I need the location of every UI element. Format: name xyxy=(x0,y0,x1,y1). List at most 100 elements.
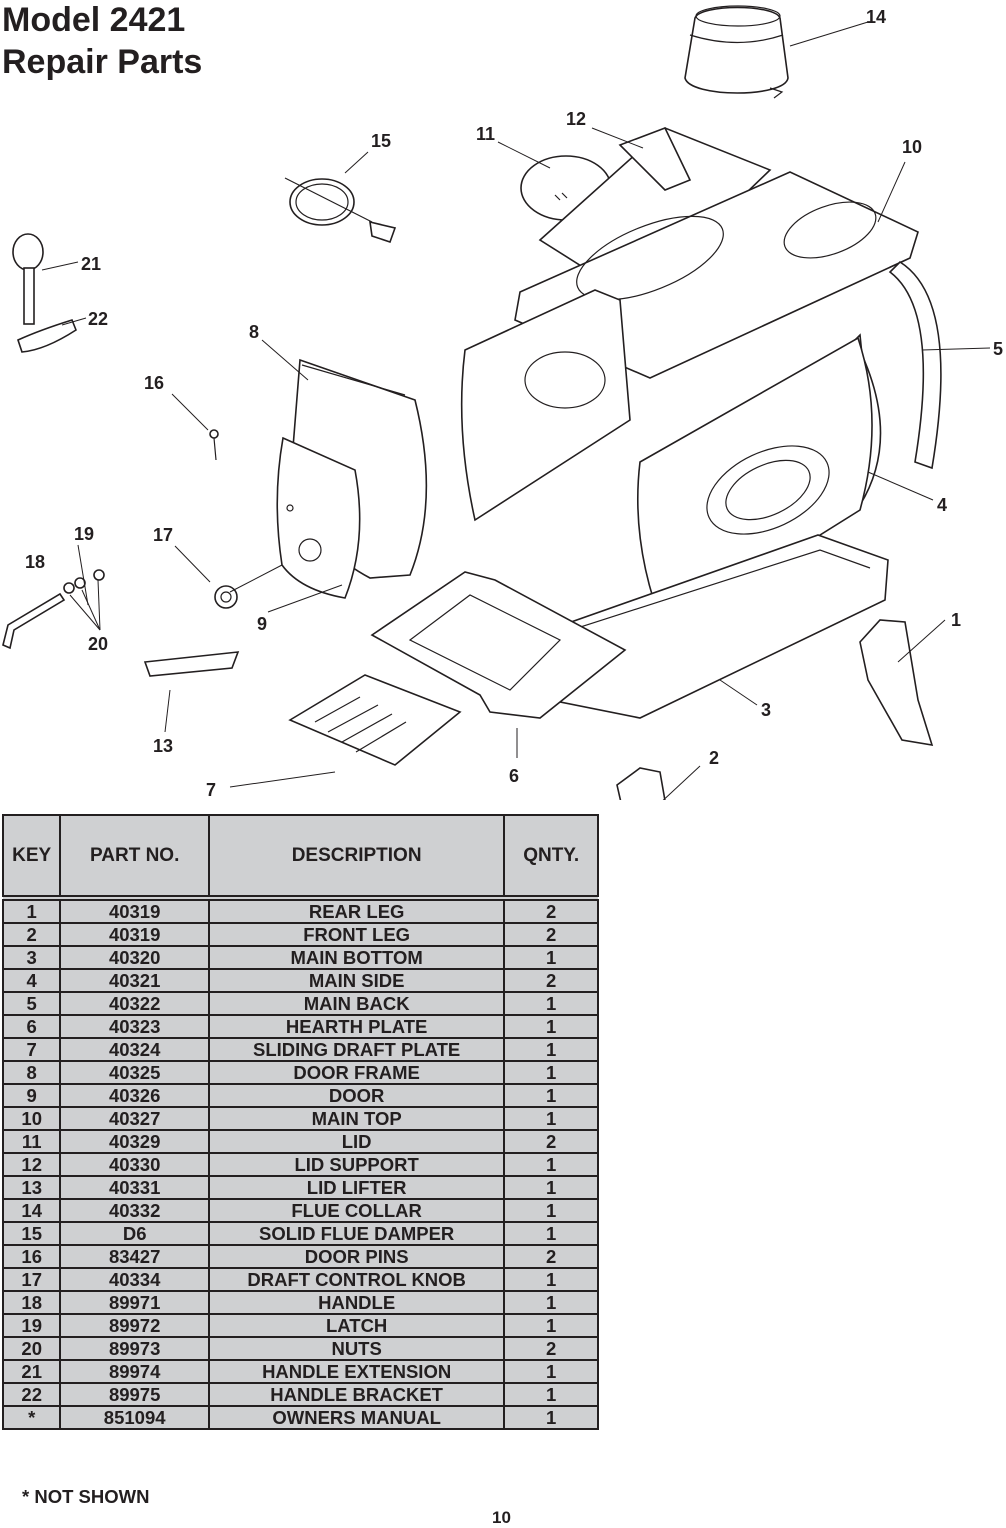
cell-key: 5 xyxy=(1,991,62,1016)
cell-key: 22 xyxy=(1,1382,62,1407)
lid-lifter-part xyxy=(143,651,240,677)
sliding-draft-plate-part xyxy=(288,674,462,766)
cell-qnty: 1 xyxy=(503,991,599,1016)
cell-description: LID SUPPORT xyxy=(207,1152,506,1177)
cell-key: 1 xyxy=(1,895,62,924)
callout-12: 12 xyxy=(566,109,586,129)
cell-part-no: 40324 xyxy=(59,1037,210,1062)
cell-key: 20 xyxy=(1,1336,62,1361)
cell-part-no: 40331 xyxy=(59,1175,210,1200)
callout-2: 2 xyxy=(709,748,719,768)
cell-qnty: 1 xyxy=(503,1359,599,1384)
cell-key: 18 xyxy=(1,1290,62,1315)
callout-22: 22 xyxy=(88,309,108,329)
cell-part-no: 40321 xyxy=(59,968,210,993)
cell-key: 12 xyxy=(1,1152,62,1177)
callout-18: 18 xyxy=(25,552,45,572)
cell-qnty: 1 xyxy=(503,1382,599,1407)
cell-description: HANDLE EXTENSION xyxy=(207,1359,506,1384)
cell-part-no: 40319 xyxy=(59,922,210,947)
leader-lines xyxy=(41,21,991,800)
callout-11: 11 xyxy=(476,124,495,144)
cell-part-no: 89975 xyxy=(59,1382,210,1407)
door-part xyxy=(276,436,361,599)
cell-part-no: 89974 xyxy=(59,1359,210,1384)
cell-qnty: 1 xyxy=(503,1175,599,1200)
callout-6: 6 xyxy=(509,766,519,786)
cell-key: 9 xyxy=(1,1083,62,1108)
main-front-panel-part xyxy=(636,336,873,634)
cell-part-no: 83427 xyxy=(59,1244,210,1269)
cell-description: LATCH xyxy=(207,1313,506,1338)
door-pin-part xyxy=(209,429,219,461)
cell-qnty: 1 xyxy=(503,1152,599,1177)
cell-qnty: 1 xyxy=(503,1106,599,1131)
cell-description: LID LIFTER xyxy=(207,1175,506,1200)
callout-19: 19 xyxy=(74,524,94,544)
legs-part xyxy=(616,619,934,800)
cell-part-no: 40325 xyxy=(59,1060,210,1085)
cell-qnty: 1 xyxy=(503,1290,599,1315)
cell-key: 15 xyxy=(1,1221,62,1246)
callout-16: 16 xyxy=(144,373,164,393)
cell-qnty: 1 xyxy=(503,1313,599,1338)
table-header-row: KEY PART NO. DESCRIPTION QNTY. xyxy=(1,814,599,900)
cell-description: MAIN TOP xyxy=(207,1106,506,1131)
cell-qnty: 2 xyxy=(503,922,599,947)
cell-qnty: 1 xyxy=(503,1060,599,1085)
footnote: * NOT SHOWN xyxy=(22,1486,150,1507)
cell-qnty: 2 xyxy=(503,1336,599,1361)
callout-17: 17 xyxy=(153,525,173,545)
draft-control-knob-part xyxy=(214,585,238,609)
page-number: 10 xyxy=(492,1508,511,1527)
main-side-back-part xyxy=(460,260,942,522)
cell-qnty: 2 xyxy=(503,968,599,993)
cell-description: OWNERS MANUAL xyxy=(207,1405,506,1430)
cell-part-no: 40334 xyxy=(59,1267,210,1292)
cell-part-no: 851094 xyxy=(59,1405,210,1430)
cell-description: DOOR xyxy=(207,1083,506,1108)
cell-description: MAIN BOTTOM xyxy=(207,945,506,970)
cell-description: MAIN SIDE xyxy=(207,968,506,993)
handle-extension-bracket-part xyxy=(12,233,77,353)
cell-qnty: 1 xyxy=(503,1083,599,1108)
cell-part-no: D6 xyxy=(59,1221,210,1246)
cell-qnty: 1 xyxy=(503,1198,599,1223)
cell-key: 8 xyxy=(1,1060,62,1085)
cell-key: 7 xyxy=(1,1037,62,1062)
cell-qnty: 1 xyxy=(503,1221,599,1246)
header-key: KEY xyxy=(1,814,62,900)
callout-10: 10 xyxy=(902,137,922,157)
cell-part-no: 89971 xyxy=(59,1290,210,1315)
cell-qnty: 1 xyxy=(503,1405,599,1430)
cell-key: 17 xyxy=(1,1267,62,1292)
cell-key: 19 xyxy=(1,1313,62,1338)
cell-key: * xyxy=(1,1405,62,1430)
cell-qnty: 2 xyxy=(503,895,599,924)
page-title-line2: Repair Parts xyxy=(2,43,203,81)
callout-4: 4 xyxy=(937,495,947,515)
cell-qnty: 1 xyxy=(503,1267,599,1292)
cell-key: 16 xyxy=(1,1244,62,1269)
cell-description: DOOR PINS xyxy=(207,1244,506,1269)
cell-key: 10 xyxy=(1,1106,62,1131)
header-part-no: PART NO. xyxy=(59,814,210,900)
cell-key: 14 xyxy=(1,1198,62,1223)
